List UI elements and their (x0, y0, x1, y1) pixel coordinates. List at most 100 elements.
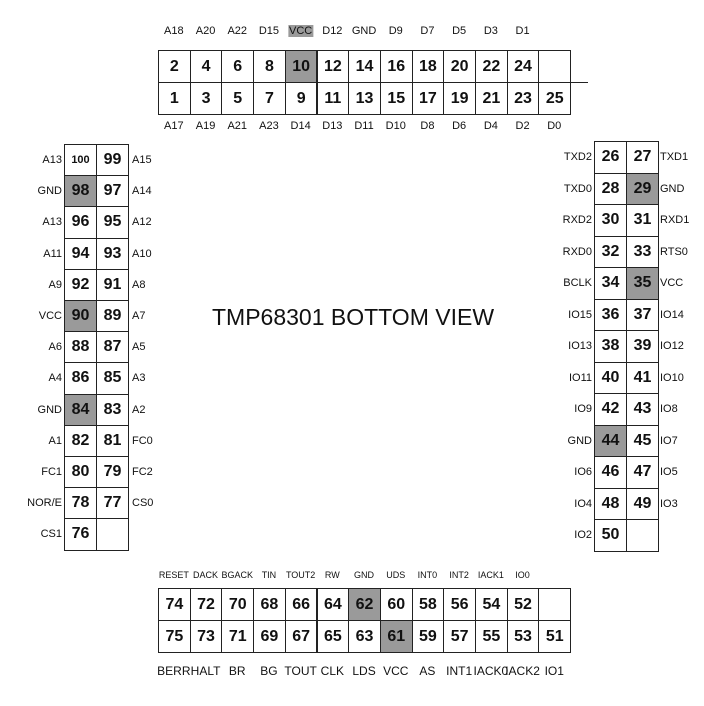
pin-label: INT1 (446, 664, 473, 678)
pin-cell: 80 (64, 456, 97, 489)
pin-cell: 94 (64, 237, 97, 270)
pin-cell: 15 (379, 82, 413, 115)
pin-label: A6 (48, 341, 62, 354)
pin-cell: 42 (594, 393, 627, 426)
pin-label: A22 (227, 25, 248, 37)
pin-label: GND (351, 25, 377, 37)
pin-cell: 26 (594, 141, 627, 174)
pin-label: IO1 (544, 664, 564, 678)
pin-cell: 54 (475, 588, 508, 621)
pin-cell: 17 (411, 82, 445, 115)
pin-label: A1 (48, 434, 62, 447)
pin-cell: 13 (348, 82, 381, 115)
pin-cell: 63 (348, 620, 381, 653)
pin-cell: 16 (379, 50, 413, 83)
pin-cell: 10 (284, 50, 318, 83)
pin-cell: 61 (379, 620, 413, 653)
pin-label: IO10 (660, 371, 684, 384)
pin-label: A10 (132, 247, 152, 260)
pin-label: TOUT (284, 664, 317, 678)
pin-label: D8 (420, 120, 435, 132)
pin-label: D10 (385, 120, 406, 132)
pin-label: FC1 (41, 466, 62, 478)
pin-cell: 28 (594, 172, 627, 205)
pin-label: A21 (227, 120, 248, 132)
pin-label: D13 (322, 120, 343, 132)
pin-label: AS (419, 664, 436, 678)
pin-label: IACK0 (473, 664, 509, 678)
pin-cell: 71 (221, 620, 255, 653)
pin-cell: 99 (96, 144, 129, 177)
pin-cell: 33 (626, 235, 659, 268)
pin-cell: 75 (158, 620, 191, 653)
pin-label: VCC (660, 277, 684, 289)
pin-cell: 8 (253, 50, 286, 83)
pin-cell: 2 (158, 50, 191, 83)
pin-cell: 96 (64, 206, 97, 239)
pin-label: INT2 (449, 570, 469, 580)
pin-label: D12 (322, 25, 343, 37)
pin-label: A12 (132, 216, 152, 229)
pin-label: VCC (383, 664, 409, 678)
pin-cell: 37 (626, 298, 659, 331)
pin-cell: 36 (594, 298, 627, 331)
pin-cell: 79 (96, 456, 129, 489)
pin-label: A9 (48, 278, 62, 291)
pin-cell: 66 (284, 588, 318, 621)
pin-label: HALT (190, 664, 221, 678)
pin-cell: 87 (96, 331, 129, 364)
pin-cell: 47 (626, 456, 659, 489)
pin-label: D0 (547, 120, 562, 132)
pin-cell: 58 (411, 588, 445, 621)
pin-cell: 12 (316, 50, 350, 83)
pin-cell: 27 (626, 141, 659, 174)
pin-label: IO15 (568, 308, 592, 321)
pin-label: IO2 (574, 529, 592, 541)
pin-cell: 46 (594, 456, 627, 489)
pin-label: D7 (420, 25, 435, 37)
pin-label: FC2 (132, 466, 153, 478)
pin-label: A5 (132, 341, 146, 354)
pin-cell: 21 (475, 82, 508, 115)
pin-label: D15 (258, 25, 280, 37)
pin-cell: 90 (64, 300, 97, 333)
pin-label: GND (567, 434, 592, 447)
pin-label: D1 (515, 25, 530, 37)
pin-label: GND (37, 403, 62, 416)
pin-label: D2 (515, 120, 530, 132)
pin-label: TIN (261, 570, 277, 580)
pin-cell: 100 (64, 144, 97, 177)
pin-cell: 53 (506, 620, 540, 653)
pin-cell: 29 (626, 172, 659, 205)
pin-cell: 48 (594, 487, 627, 520)
pin-label: D11 (354, 120, 374, 132)
pin-cell: 19 (443, 82, 476, 115)
pin-label: CS1 (40, 528, 62, 541)
pin-cell: 34 (594, 267, 627, 300)
pin-label: TXD2 (563, 151, 592, 163)
pin-cell-empty (626, 519, 659, 552)
pin-label: IO5 (660, 466, 678, 478)
pin-label: DACK (193, 570, 219, 580)
pin-cell: 6 (221, 50, 255, 83)
pin-label: IO13 (568, 340, 592, 352)
pin-cell: 57 (443, 620, 476, 653)
pin-cell: 31 (626, 204, 659, 237)
pin-cell: 65 (316, 620, 350, 653)
pin-cell: 55 (475, 620, 508, 653)
pin-cell: 43 (626, 393, 659, 426)
pin-cell: 67 (284, 620, 318, 653)
pin-label: D6 (452, 120, 467, 132)
pin-label: A11 (43, 247, 62, 260)
pin-cell: 22 (475, 50, 508, 83)
pin-cell: 50 (594, 519, 627, 552)
pin-label: IO7 (660, 434, 678, 447)
pin-cell: 78 (64, 487, 97, 520)
pin-cell: 70 (221, 588, 255, 621)
pin-label: RTS0 (660, 245, 688, 258)
pin-cell-empty (96, 518, 129, 551)
pin-cell: 83 (96, 393, 129, 426)
pin-cell: 69 (253, 620, 286, 653)
pin-label: IACK2 (505, 664, 540, 678)
pin-cell: 20 (443, 50, 476, 83)
